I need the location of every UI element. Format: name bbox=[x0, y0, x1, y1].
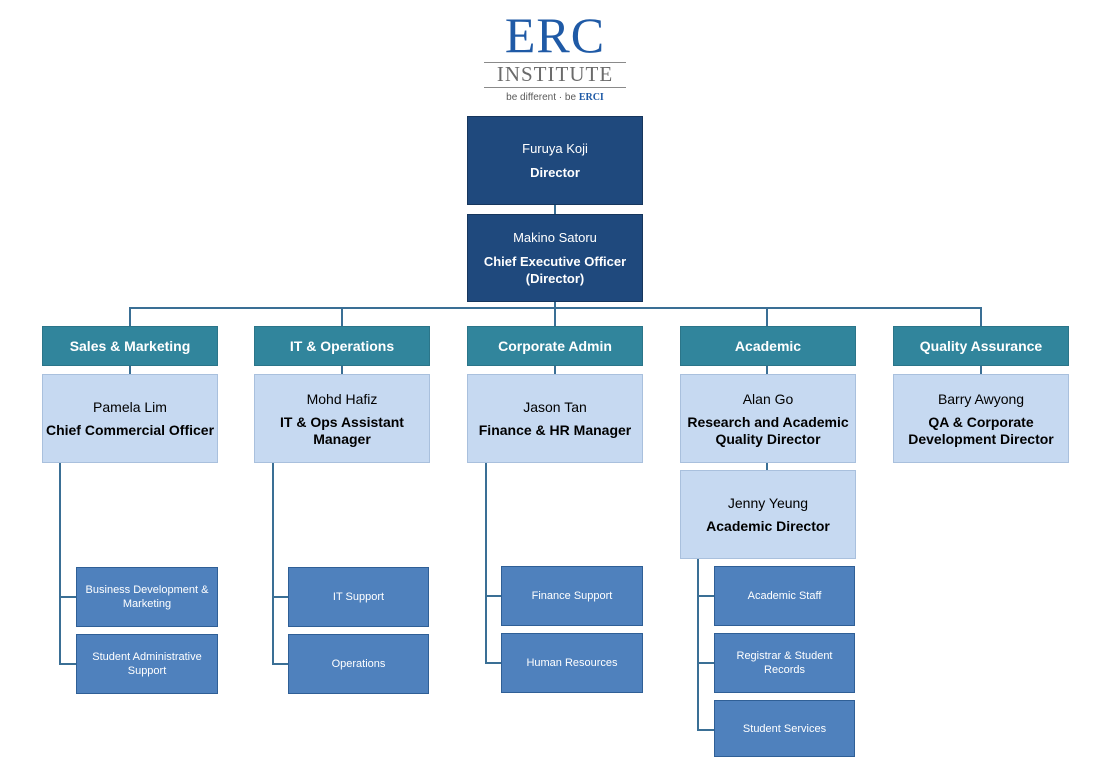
sublead-box: Jenny Yeung Academic Director bbox=[680, 470, 856, 559]
lead-box: Barry Awyong QA & Corporate Development … bbox=[893, 374, 1069, 463]
person-title: IT & Ops Assistant Manager bbox=[280, 413, 404, 447]
logo-wordmark: ERC bbox=[504, 7, 606, 63]
person-title: Academic Director bbox=[706, 518, 830, 534]
lead-box: Pamela Lim Chief Commercial Officer bbox=[42, 374, 218, 463]
person-name: Furuya Koji bbox=[522, 141, 588, 156]
connector-line bbox=[697, 662, 715, 664]
connector-line bbox=[341, 365, 343, 375]
unit-box: Operations bbox=[288, 634, 429, 694]
logo-tagline-text: be different · be bbox=[506, 92, 577, 103]
person-name: Mohd Hafiz bbox=[306, 390, 378, 407]
erc-institute-logo: ERC INSTITUTE be different · be ERCI bbox=[470, 7, 640, 103]
connector-line bbox=[697, 558, 699, 731]
lead-box: Mohd Hafiz IT & Ops Assistant Manager bbox=[254, 374, 430, 463]
unit-box: Business Development & Marketing bbox=[76, 567, 218, 627]
connector-line bbox=[485, 595, 502, 597]
unit-box: Finance Support bbox=[501, 566, 643, 626]
person-title: Chief Executive Officer (Director) bbox=[483, 254, 627, 286]
person-name: Jason Tan bbox=[523, 399, 587, 415]
person-title: Chief Commercial Officer bbox=[45, 422, 215, 438]
person-title: Finance & HR Manager bbox=[478, 422, 632, 438]
connector-line bbox=[554, 307, 556, 327]
department-header: IT & Operations bbox=[254, 326, 430, 366]
connector-line bbox=[129, 365, 131, 375]
person-title: Director bbox=[530, 165, 580, 180]
connector-line bbox=[766, 462, 768, 471]
department-header: Sales & Marketing bbox=[42, 326, 218, 366]
logo-subtitle: INSTITUTE bbox=[496, 62, 614, 86]
person-name: Alan Go bbox=[742, 390, 794, 407]
connector-line bbox=[980, 365, 982, 375]
person-name: Barry Awyong bbox=[937, 390, 1025, 407]
connector-line bbox=[554, 300, 556, 309]
connector-line bbox=[980, 307, 982, 327]
connector-line bbox=[59, 596, 77, 598]
person-name: Makino Satoru bbox=[513, 230, 597, 245]
logo-divider bbox=[484, 87, 626, 88]
unit-box: Registrar & Student Records bbox=[714, 633, 855, 693]
ceo-box: Makino Satoru Chief Executive Officer (D… bbox=[467, 214, 643, 302]
department-header: Quality Assurance bbox=[893, 326, 1069, 366]
person-title: QA & Corporate Development Director bbox=[908, 413, 1054, 447]
lead-box: Jason Tan Finance & HR Manager bbox=[467, 374, 643, 463]
person-name: Jenny Yeung bbox=[727, 495, 809, 511]
unit-box: Academic Staff bbox=[714, 566, 855, 626]
connector-line bbox=[697, 729, 715, 731]
connector-line bbox=[59, 663, 77, 665]
logo-divider bbox=[484, 62, 626, 63]
connector-line bbox=[766, 365, 768, 375]
connector-line bbox=[341, 307, 343, 327]
person-name: Pamela Lim bbox=[93, 399, 167, 415]
department-header: Corporate Admin bbox=[467, 326, 643, 366]
unit-box: Human Resources bbox=[501, 633, 643, 693]
director-box: Furuya Koji Director bbox=[467, 116, 643, 205]
connector-line bbox=[766, 307, 768, 327]
connector-line bbox=[59, 462, 61, 665]
connector-line bbox=[272, 596, 289, 598]
connector-line bbox=[272, 462, 274, 665]
connector-line bbox=[697, 595, 715, 597]
unit-box: Student Services bbox=[714, 700, 855, 757]
connector-line bbox=[554, 204, 556, 214]
unit-box: Student Administrative Support bbox=[76, 634, 218, 694]
person-title: Research and Academic Quality Director bbox=[687, 413, 849, 447]
connector-line bbox=[554, 365, 556, 375]
unit-box: IT Support bbox=[288, 567, 429, 627]
department-header: Academic bbox=[680, 326, 856, 366]
connector-line bbox=[485, 662, 502, 664]
connector-line bbox=[272, 663, 289, 665]
connector-line bbox=[129, 307, 131, 327]
logo-tagline: be different · be ERCI bbox=[470, 92, 640, 103]
connector-line bbox=[485, 462, 487, 664]
lead-box: Alan Go Research and Academic Quality Di… bbox=[680, 374, 856, 463]
logo-tagline-brand: ERCI bbox=[578, 92, 604, 103]
